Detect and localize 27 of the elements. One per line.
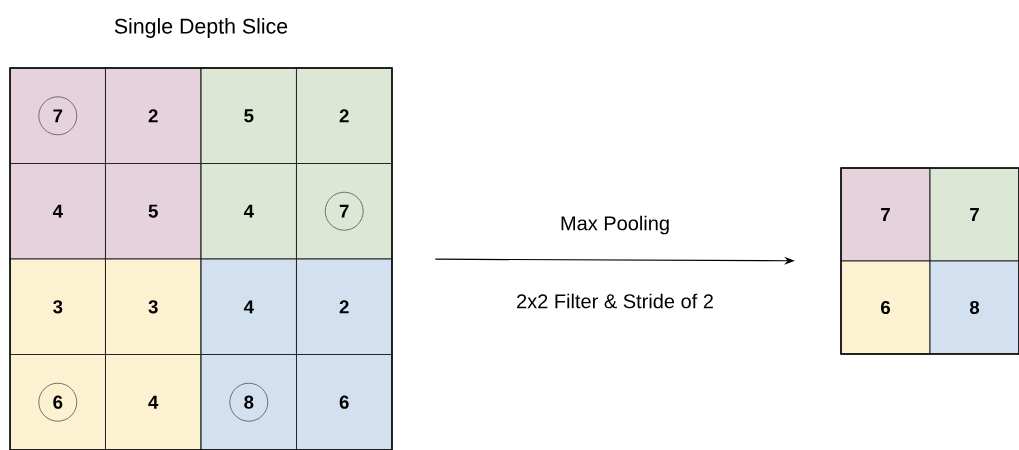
node-label: 6 xyxy=(53,395,63,409)
grid-cell: 6 xyxy=(295,353,393,450)
grid-cell: 5 xyxy=(200,67,298,165)
grid-cell: 7 xyxy=(295,162,393,260)
grid-cell: 7 xyxy=(929,167,1019,262)
grid-cell: 4 xyxy=(104,353,202,450)
grid-cell: 6 xyxy=(840,260,931,355)
grid-cell: 2 xyxy=(104,67,202,165)
grid-cell: 7 xyxy=(840,167,931,262)
grid-cell: 5 xyxy=(104,162,202,260)
grid-cell: 2 xyxy=(295,67,393,165)
grid-cell: 2 xyxy=(295,258,393,356)
grid-cell: 6 xyxy=(9,353,107,450)
node-label: 6 xyxy=(339,395,349,409)
grid-cell: 4 xyxy=(200,258,298,356)
grid-frame xyxy=(840,167,1019,355)
grid-cell: 4 xyxy=(9,162,107,260)
caption-text: 2x2 Filter & Stride of 2 xyxy=(517,293,713,309)
node-label: 8 xyxy=(244,395,254,409)
grid-title: Single Depth Slice xyxy=(114,18,288,38)
grid-cell: 7 xyxy=(9,67,107,165)
grid-cell: 4 xyxy=(200,162,298,260)
edge-label: Max Pooling xyxy=(558,214,672,236)
grid-cell: 3 xyxy=(9,258,107,356)
grid-cell: 3 xyxy=(104,258,202,356)
grid-cell: 8 xyxy=(929,260,1019,355)
grid-cell: 8 xyxy=(200,353,298,450)
